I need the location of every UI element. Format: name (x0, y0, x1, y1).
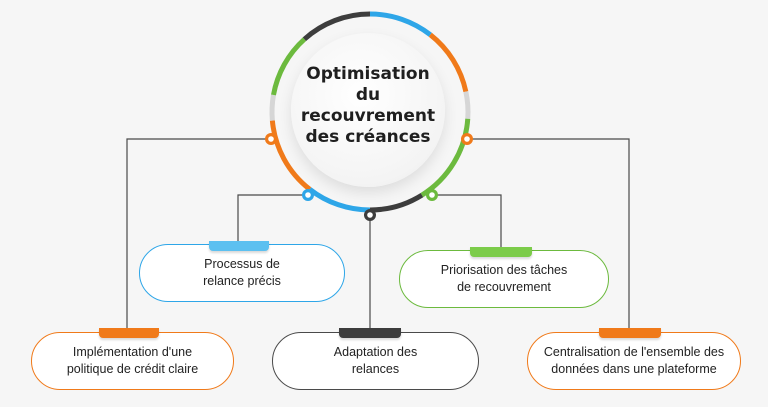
ring-arc-dark-top (302, 11, 371, 42)
ring-arc-blue-top (369, 11, 432, 37)
ring-node-orange-left-center (268, 136, 274, 142)
card-label: Implémentation d'une politique de crédit… (66, 345, 199, 376)
connector-line-blue (237, 194, 308, 245)
connector-line-orange-left (126, 138, 271, 330)
center-circle: Optimisation du recouvrement des créance… (291, 33, 445, 187)
card-centralisation-donnees: Centralisation de l'ensemble des données… (527, 332, 741, 390)
ring-dots (265, 133, 473, 221)
card-label: Centralisation de l'ensemble des données… (543, 345, 725, 376)
card-processus-relance: Processus de relance précis (139, 244, 345, 302)
card-label: Priorisation des tâches de recouvrement (440, 263, 568, 294)
card-tab-dark (339, 328, 401, 338)
ring-arc-orange-top-right (428, 32, 469, 93)
card-tab-orange-left (99, 328, 159, 338)
connector-line-green (432, 194, 502, 249)
card-tab-blue (209, 241, 269, 251)
card-adaptation-relances: Adaptation des relances (272, 332, 479, 390)
ring-arc-blue-bottom (308, 187, 371, 213)
card-priorisation-taches: Priorisation des tâches de recouvrement (399, 250, 609, 308)
ring-node-blue-center (305, 192, 311, 198)
ring-node-dark-center (367, 212, 373, 218)
ring-arc-green-right (420, 118, 471, 198)
connector-line-orange-right (467, 138, 630, 330)
ring-node-green-center (429, 192, 435, 198)
ring-arc-gray-left (269, 94, 276, 121)
card-label: Adaptation des relances (333, 345, 418, 376)
ring-arc-green-left (271, 37, 307, 96)
ring-arc-gray-right (463, 91, 471, 120)
ring-node-orange-right-center (464, 136, 470, 142)
card-implementation-politique: Implémentation d'une politique de crédit… (31, 332, 234, 390)
ring-arc-orange-left (269, 120, 312, 192)
card-label: Processus de relance précis (203, 257, 281, 288)
center-title: Optimisation du recouvrement des créance… (300, 64, 436, 147)
ring (269, 11, 471, 213)
card-tab-orange-right (599, 328, 661, 338)
card-tab-green (470, 247, 532, 257)
ring-arc-dark-bottom (369, 192, 424, 213)
